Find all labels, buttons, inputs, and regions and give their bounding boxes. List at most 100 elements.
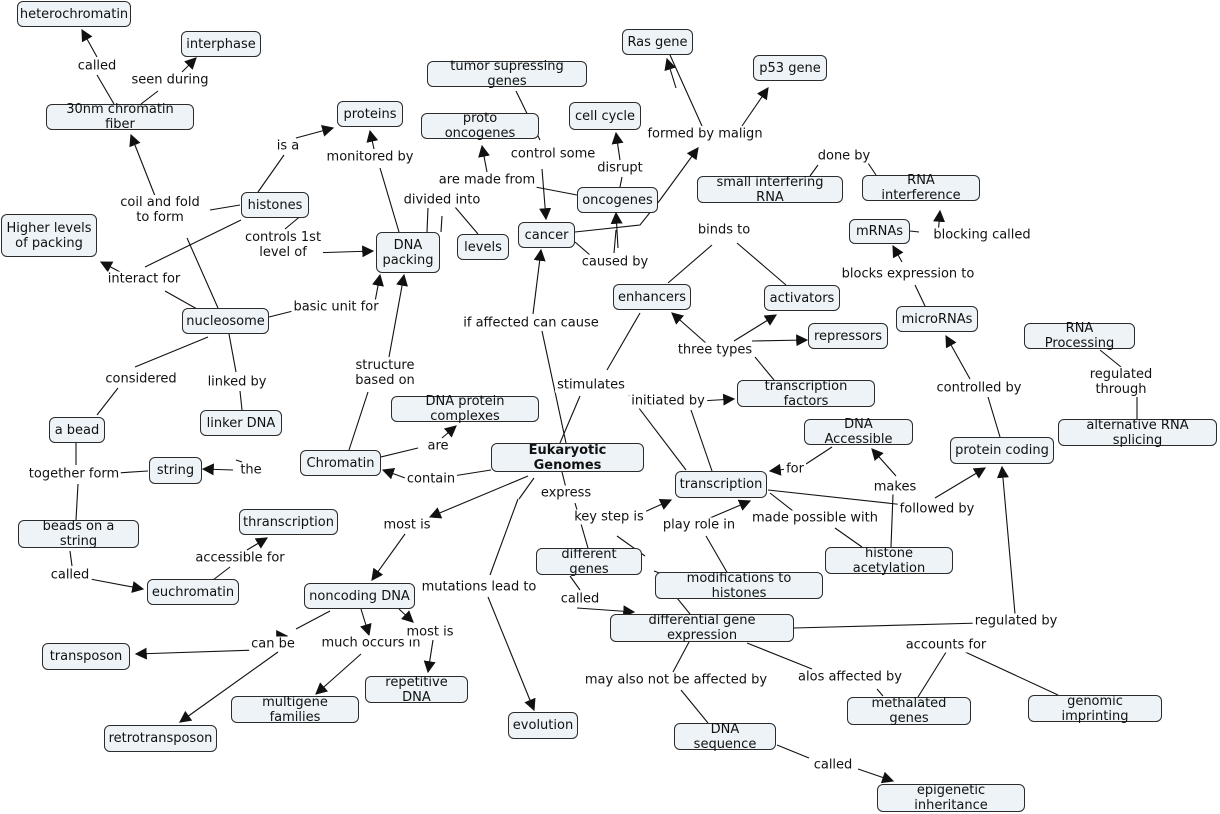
concept-node-enhancers[interactable]: enhancers bbox=[613, 284, 691, 310]
connector-line bbox=[945, 334, 971, 380]
connector-line bbox=[871, 448, 897, 477]
connector-line bbox=[834, 527, 863, 548]
connector-line bbox=[487, 596, 536, 712]
concept-node-activators[interactable]: activators bbox=[764, 285, 840, 311]
concept-node-string[interactable]: string bbox=[149, 457, 202, 484]
concept-node-interphase[interactable]: interphase bbox=[181, 31, 261, 57]
connector-line bbox=[388, 273, 408, 358]
connector-line bbox=[676, 597, 691, 615]
concept-node-retro[interactable]: retrotransposon bbox=[104, 725, 217, 752]
concept-node-proto[interactable]: proto oncogenes bbox=[421, 111, 539, 141]
concept-node-rnai[interactable]: RNA interference bbox=[862, 173, 980, 203]
link-label-controls_1st: controls 1st level of bbox=[242, 230, 324, 260]
connector-line bbox=[239, 390, 243, 411]
connector-line bbox=[741, 87, 769, 127]
concept-node-transposon[interactable]: transposon bbox=[42, 643, 130, 670]
concept-node-fiber30nm[interactable]: 30nm chromatin fiber bbox=[46, 102, 194, 132]
concept-node-euchromatin[interactable]: euchromatin bbox=[147, 579, 239, 605]
link-label-interact_for: interact for bbox=[105, 271, 183, 287]
connector-line bbox=[569, 575, 581, 591]
connector-line bbox=[201, 463, 234, 476]
connector-line bbox=[793, 622, 982, 629]
connector-line bbox=[709, 499, 752, 519]
concept-node-histacet[interactable]: histone acetylation bbox=[825, 546, 953, 576]
concept-node-p53[interactable]: p53 gene bbox=[753, 55, 827, 81]
concept-node-levels[interactable]: levels bbox=[457, 234, 509, 260]
connector-line bbox=[360, 608, 372, 637]
concept-node-dnaaccessible[interactable]: DNA Accessible bbox=[804, 417, 913, 447]
link-label-structure_based: structure based on bbox=[353, 358, 417, 388]
concept-node-ras[interactable]: Ras gene bbox=[622, 29, 693, 55]
concept-node-proteincoding[interactable]: protein coding bbox=[950, 437, 1054, 464]
connector-line bbox=[892, 244, 904, 263]
connector-line bbox=[576, 605, 636, 618]
connector-line bbox=[736, 242, 787, 286]
concept-node-epigenetic[interactable]: epigenetic inheritance bbox=[877, 783, 1025, 813]
concept-node-transcription[interactable]: transcription bbox=[675, 471, 767, 498]
connector-line bbox=[69, 550, 73, 567]
concept-node-thranscription[interactable]: thranscription bbox=[239, 509, 338, 535]
concept-node-diffgenes[interactable]: different genes bbox=[536, 547, 642, 577]
concept-node-evolution[interactable]: evolution bbox=[508, 712, 578, 739]
connector-line bbox=[315, 653, 362, 695]
link-label-disrupt: disrupt bbox=[595, 160, 645, 176]
connector-line bbox=[209, 204, 241, 211]
concept-node-noncoding[interactable]: noncoding DNA bbox=[304, 583, 415, 609]
concept-node-dnaseq[interactable]: DNA sequence bbox=[674, 722, 776, 752]
connector-line bbox=[1099, 349, 1122, 368]
link-label-initiated_by: initiated by bbox=[629, 393, 707, 409]
concept-node-higher[interactable]: Higher levels of packing bbox=[1, 214, 97, 257]
concept-node-repressors[interactable]: repressors bbox=[808, 323, 888, 349]
connector-line bbox=[212, 566, 231, 581]
concept-node-altsplicing[interactable]: alternative RNA splicing bbox=[1058, 418, 1217, 448]
connector-line bbox=[426, 207, 429, 233]
concept-node-nucleosome[interactable]: nucleosome bbox=[182, 308, 269, 334]
link-label-called3: called bbox=[558, 591, 602, 607]
concept-node-proteins[interactable]: proteins bbox=[337, 101, 403, 127]
concept-node-micrornas[interactable]: microRNAs bbox=[896, 306, 978, 332]
concept-node-abead[interactable]: a bead bbox=[49, 417, 105, 443]
link-label-most_is2: most is bbox=[404, 624, 456, 640]
concept-node-dnaprotein[interactable]: DNA protein complexes bbox=[391, 394, 539, 424]
link-label-regulated_by: regulated by bbox=[972, 613, 1060, 629]
connector-line bbox=[371, 533, 406, 581]
link-label-linked_by: linked by bbox=[205, 374, 269, 390]
concept-node-diffexpr[interactable]: differential gene expression bbox=[610, 613, 794, 643]
concept-node-histones[interactable]: histones bbox=[241, 192, 309, 218]
link-label-the: the bbox=[238, 462, 264, 478]
concept-node-cancer[interactable]: cancer bbox=[518, 222, 575, 248]
link-label-are: are bbox=[425, 438, 451, 454]
connector-line bbox=[478, 144, 490, 173]
concept-node-linker[interactable]: linker DNA bbox=[200, 410, 282, 436]
concept-node-modhist[interactable]: modifications to histones bbox=[655, 571, 823, 601]
concept-node-repetitive[interactable]: repetitive DNA bbox=[365, 675, 468, 705]
concept-node-beads[interactable]: beads on a string bbox=[18, 519, 139, 549]
concept-node-chromatin[interactable]: Chromatin bbox=[300, 450, 381, 476]
connector-line bbox=[235, 459, 243, 463]
concept-node-eukaryotic[interactable]: Eukaryotic Genomes bbox=[491, 443, 644, 473]
concept-node-tumor[interactable]: tumor supressing genes bbox=[427, 59, 587, 89]
link-label-three_types: three types bbox=[675, 342, 755, 358]
concept-node-sirna[interactable]: small interfering RNA bbox=[697, 175, 843, 205]
connector-line bbox=[539, 168, 552, 221]
concept-node-mrnas[interactable]: mRNAs bbox=[849, 219, 910, 244]
connector-line bbox=[767, 489, 906, 506]
concept-node-tfactors[interactable]: transcription factors bbox=[737, 379, 875, 409]
concept-node-methalated[interactable]: methalated genes bbox=[847, 696, 971, 726]
link-label-express: express bbox=[538, 485, 594, 501]
concept-node-rnaprocessing[interactable]: RNA Processing bbox=[1024, 321, 1135, 351]
link-label-monitored_by: monitored by bbox=[324, 149, 416, 165]
concept-node-oncogenes[interactable]: oncogenes bbox=[577, 187, 658, 213]
connector-line bbox=[611, 131, 624, 161]
concept-node-imprinting[interactable]: genomic imprinting bbox=[1028, 694, 1162, 724]
concept-node-multigene[interactable]: multigene families bbox=[231, 695, 359, 725]
concept-node-cellcycle[interactable]: cell cycle bbox=[569, 102, 641, 130]
connector-line bbox=[876, 688, 884, 697]
concept-node-dnapacking[interactable]: DNA packing bbox=[376, 232, 440, 273]
connector-line bbox=[890, 493, 894, 548]
link-label-called1: called bbox=[75, 58, 119, 74]
connector-line bbox=[134, 647, 258, 660]
connector-line bbox=[295, 610, 331, 630]
concept-node-heterochromatin[interactable]: heterochromatin bbox=[17, 1, 131, 27]
